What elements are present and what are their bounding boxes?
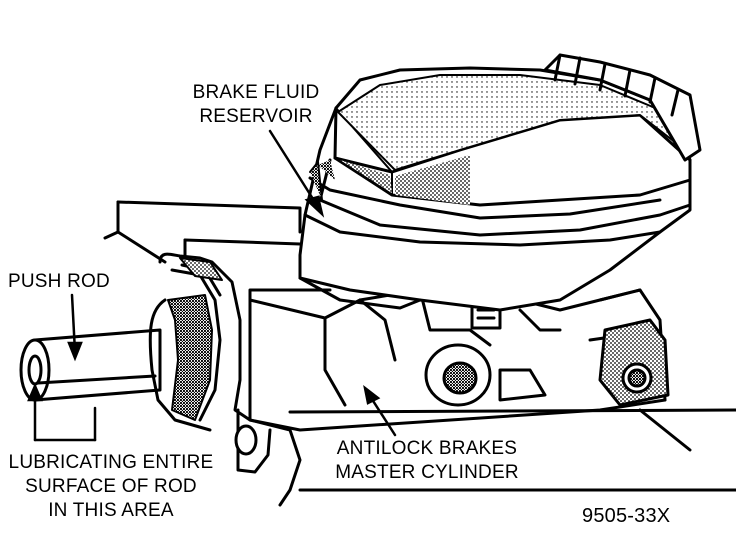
lubricating-note-line-3: IN THIS AREA [48, 500, 174, 521]
reservoir-leader-arrow [268, 129, 325, 218]
master-cylinder-label-line-1: ANTILOCK BRAKES [336, 438, 518, 459]
reservoir-label-line-1: BRAKE FLUID [192, 82, 320, 103]
master-cylinder-label-line-2: MASTER CYLINDER [335, 462, 519, 483]
antilock-master-cylinder-label: ANTILOCK BRAKES MASTER CYLINDER [322, 437, 532, 485]
lubricating-note-line-1: LUBRICATING ENTIRE [8, 452, 214, 473]
push-rod [19, 328, 162, 402]
mounting-flange [148, 252, 302, 507]
lubricate-leader-arrows [27, 382, 97, 442]
push-rod-label: PUSH ROD [8, 271, 110, 292]
reservoir-label-line-2: RESERVOIR [199, 106, 313, 127]
rear-outlet-port [598, 318, 670, 407]
brake-fluid-reservoir [298, 53, 702, 312]
lubricating-note-line-2: SURFACE OF ROD [25, 476, 197, 497]
figure-id-label: 9505-33X [582, 505, 671, 527]
mounting-panel [103, 200, 736, 492]
front-outlet-port [424, 343, 492, 407]
master-cylinder-leader-arrow [363, 384, 397, 437]
brake-fluid-reservoir-label: BRAKE FLUID RESERVOIR [186, 81, 326, 129]
reservoir-filler-cap [543, 53, 702, 162]
lubricating-note-label: LUBRICATING ENTIRE SURFACE OF ROD IN THI… [0, 451, 222, 523]
master-cylinder-body [248, 288, 667, 432]
push-rod-leader-arrow [67, 293, 83, 362]
